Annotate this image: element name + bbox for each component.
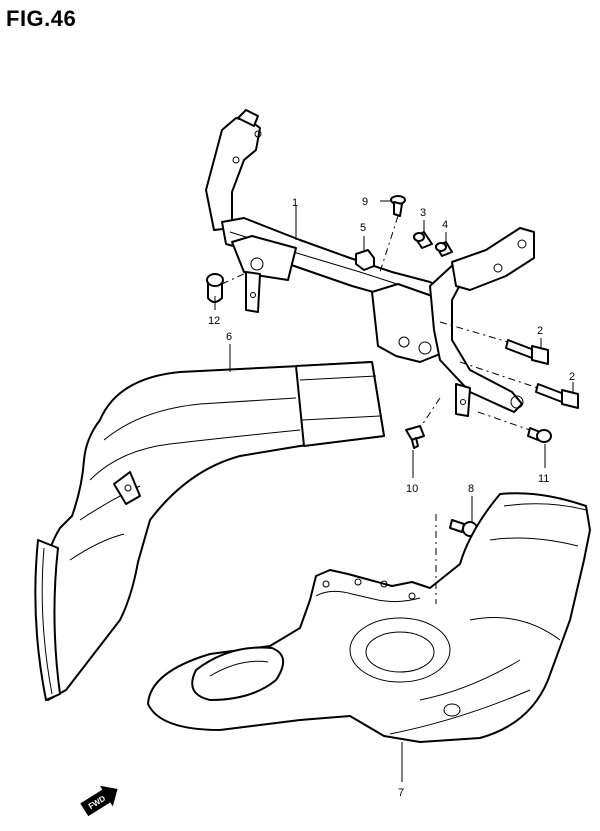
callout-labels: 1 9 3 5 4 2 2 12 6 11 10 8 7 [208,196,575,799]
air-duct-part-6[interactable] [34,361,385,701]
callout-2-upper: 2 [537,325,543,337]
callout-12: 12 [208,315,220,327]
callout-7: 7 [398,787,404,799]
callout-10: 10 [406,483,418,495]
bolt-part-2-lower[interactable] [535,383,579,409]
callout-8: 8 [468,483,474,495]
frame-bracket-part-1[interactable] [205,109,535,417]
callout-4: 4 [442,219,448,231]
bolt-part-11[interactable] [527,427,552,443]
screw-part-9[interactable] [390,195,406,217]
bolt-part-2-upper[interactable] [505,339,549,365]
nut-part-5[interactable] [355,249,375,271]
leader-lines [214,200,574,782]
callout-9: 9 [362,196,368,208]
callout-6: 6 [226,331,232,343]
callout-2-lower: 2 [569,371,575,383]
clip-part-10[interactable] [405,425,425,449]
callout-5: 5 [360,222,366,234]
collar-part-3[interactable] [413,231,433,249]
figure-title: FIG.46 [6,6,77,31]
callout-1: 1 [292,197,298,209]
callout-11: 11 [538,473,549,485]
forward-arrow-icon [80,785,118,817]
spacer-part-4[interactable] [435,241,453,257]
assembly-guide-lines [221,215,539,604]
forward-arrow: FWD [80,785,118,817]
air-duct-part-7[interactable] [147,492,591,743]
callout-3: 3 [420,207,426,219]
